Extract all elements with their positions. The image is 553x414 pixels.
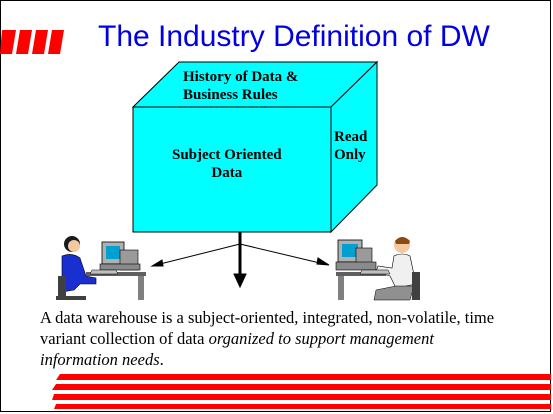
caption-italic: organized to support management informat… [40,329,434,369]
cube-side-line1: Read [334,129,368,145]
caption-end: . [159,350,164,369]
cube-side-line2: Only [334,147,366,163]
cube-side-label: Read Only [334,128,367,164]
cube-top-label: History of Data & Business Rules [183,68,298,104]
woman-at-computer-icon [56,236,146,300]
bottom-stripes-icon [52,374,551,409]
cube [131,60,379,234]
arrows [150,232,330,289]
logo-bars-icon [0,30,64,54]
man-at-computer-icon [335,237,420,301]
slide-title: The Industry Definition of DW [98,20,490,53]
cube-top-line1: History of Data & [183,69,299,85]
definition-caption: A data warehouse is a subject-oriented, … [40,307,500,370]
caption-plain: A data warehouse is a subject-oriented, … [40,308,495,348]
cube-front-line1: Subject Oriented [172,147,282,163]
cube-front-line2: Data [211,165,243,181]
cube-front-label: Subject Oriented Data [172,146,282,182]
cube-front-face [132,106,332,233]
cube-top-line2: Business Rules [183,87,278,103]
